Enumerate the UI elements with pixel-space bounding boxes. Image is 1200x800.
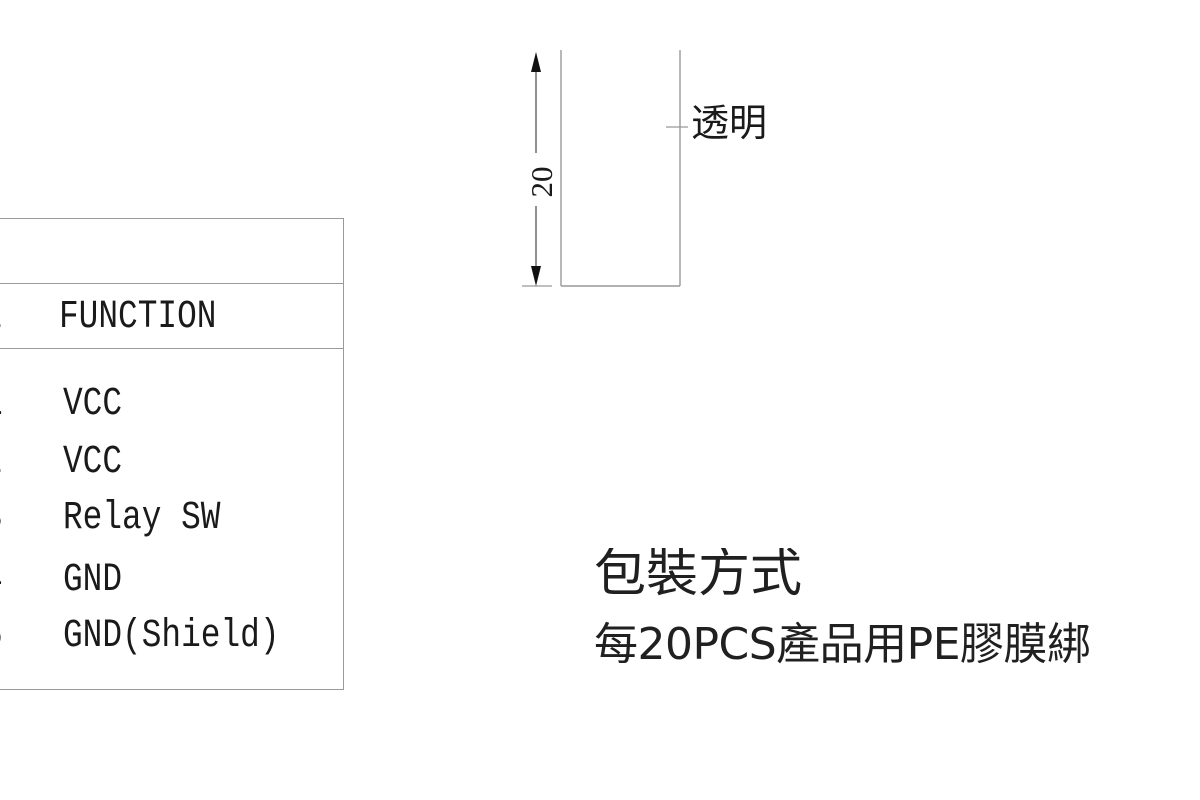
pin-column-header: 2 (0, 298, 3, 338)
pin-function-4: GND (63, 558, 123, 603)
pin-number-1: 1 (0, 385, 3, 425)
pin-function-5: GND(Shield) (63, 614, 280, 659)
transparent-callout: 透明 (691, 101, 768, 145)
packaging-description: 每20PCS產品用PE膠膜綁 (594, 619, 1091, 670)
pin-number-5: 5 (0, 617, 3, 657)
dimension-arrow-down-icon (531, 266, 541, 286)
packaging-dimension-drawing: 20 透明 (500, 40, 820, 310)
dimension-value: 20 (524, 166, 559, 198)
pin-function-3: Relay SW (63, 496, 221, 541)
pin-function-1: VCC (63, 382, 123, 427)
function-column-header: FUNCTION (59, 295, 217, 340)
pin-number-2: 2 (0, 443, 3, 483)
pin-function-table: 2 FUNCTION 1 VCC 2 VCC 3 Relay SW 4 GND … (0, 218, 344, 690)
dimension-lines-svg (522, 50, 688, 287)
pin-function-2: VCC (63, 440, 123, 485)
packaging-title: 包裝方式 (594, 548, 803, 604)
pin-table-header-row: 2 FUNCTION (0, 283, 343, 349)
dimension-arrow-up-icon (531, 52, 541, 72)
pin-number-4: 4 (0, 561, 3, 601)
pin-number-3: 3 (0, 499, 3, 539)
packaging-note: 包裝方式 每20PCS產品用PE膠膜綁 (594, 548, 1200, 693)
